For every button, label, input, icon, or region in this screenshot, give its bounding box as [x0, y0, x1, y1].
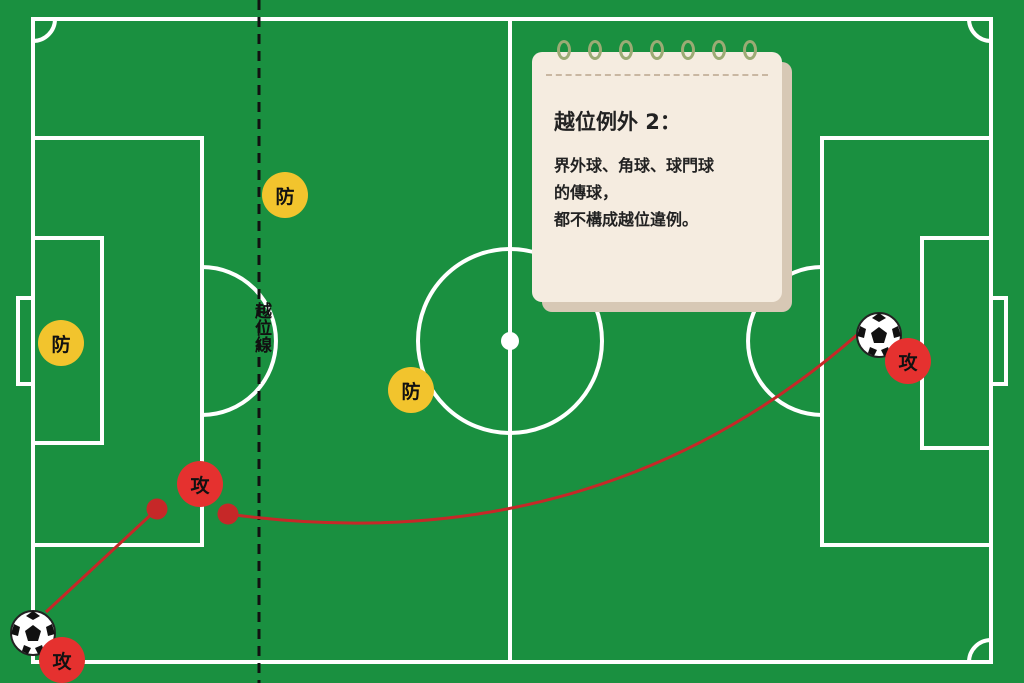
defender-marker: 防: [388, 367, 434, 413]
left-penalty-arc: [201, 265, 278, 417]
binder-ring-icon: [650, 40, 664, 60]
binder-ring-icon: [619, 40, 633, 60]
right-goal: [989, 296, 1008, 386]
left-goal: [16, 296, 35, 386]
binder-ring-icon: [557, 40, 571, 60]
corner-arc-top-right: [967, 18, 992, 43]
defender-marker: 防: [262, 172, 308, 218]
note-line: 的傳球，: [554, 183, 619, 202]
binder-ring-icon: [743, 40, 757, 60]
attacker-marker: 攻: [39, 637, 85, 683]
note-card: 越位例外 2： 界外球、角球、球門球 的傳球， 都不構成越位違例。: [532, 40, 782, 302]
attacker-marker: 攻: [885, 338, 931, 384]
note-line: 都不構成越位違例。: [554, 210, 699, 229]
pass-arrow-throw-in: [44, 498, 168, 614]
note-body: 界外球、角球、球門球 的傳球， 都不構成越位違例。: [554, 152, 774, 233]
note-perforation: [546, 74, 768, 76]
offside-line-label: 越位線: [251, 302, 271, 353]
center-circle: [416, 247, 604, 435]
binder-ring-icon: [588, 40, 602, 60]
pass-arrow-long: [217, 332, 859, 525]
right-goal-area: [920, 236, 993, 450]
binder-ring-icon: [712, 40, 726, 60]
attacker-marker: 攻: [177, 461, 223, 507]
binder-ring-icon: [681, 40, 695, 60]
corner-arc-bottom-right: [967, 638, 992, 663]
defender-marker: 防: [38, 320, 84, 366]
center-spot: [501, 332, 519, 350]
note-line: 界外球、角球、球門球: [554, 156, 715, 175]
corner-arc-top-left: [32, 18, 57, 43]
note-title: 越位例外 2：: [554, 110, 681, 134]
